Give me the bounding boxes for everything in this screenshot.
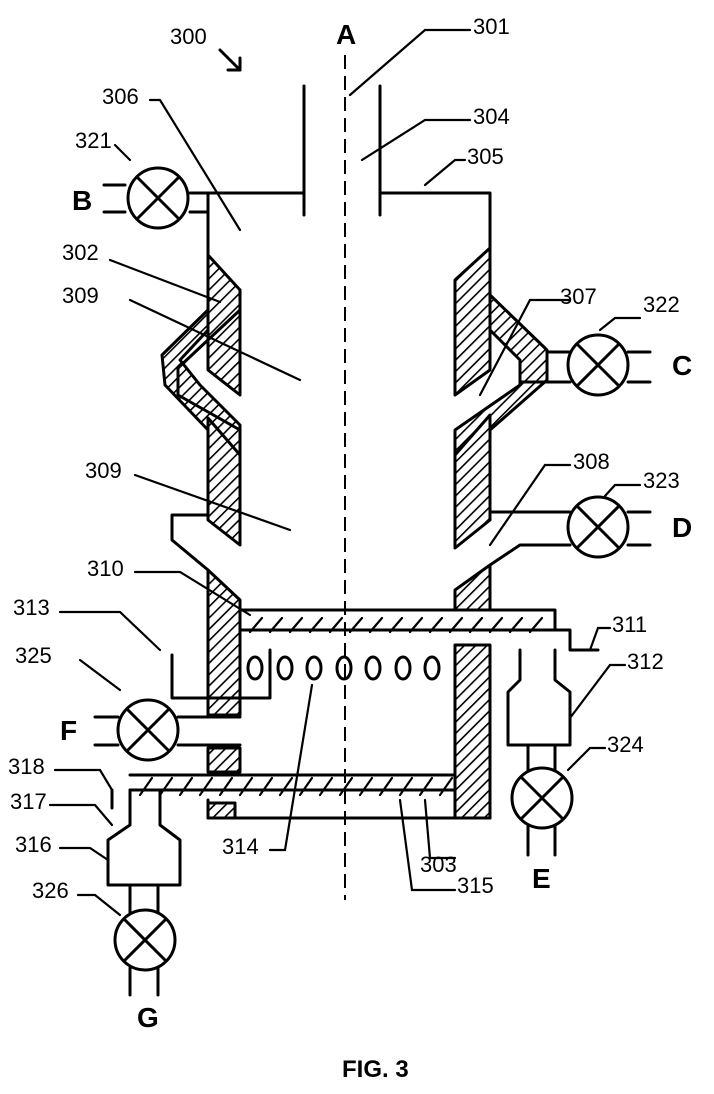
port-label-d: D [672,512,692,543]
separator-312-body [506,648,572,747]
right-wall-lower-hatched [453,563,492,612]
valve-324-icon [510,766,574,830]
right-wall-upper-hatched [453,246,492,397]
figure-caption: FIG. 3 [342,1056,409,1083]
ref-316: 316 [15,832,52,857]
axis-label: A [336,19,356,50]
left-jog-outline [176,288,242,432]
ref-326: 326 [32,878,69,903]
ref-302: 302 [62,240,99,265]
port-label-e: E [532,863,551,894]
port-313-duct [170,648,272,700]
right-wall-jog-hatched [453,293,549,462]
ref-310: 310 [87,556,124,581]
left-wall-lower-hatched [206,568,242,717]
right-wall-middle-hatched [453,413,492,550]
ref-313: 313 [13,595,50,620]
valve-322-icon [566,333,630,397]
left-wall-stub-hatched [206,746,242,774]
ref-322: 322 [643,292,680,317]
ref-309-lower: 309 [85,458,122,483]
ref-325: 325 [15,643,52,668]
ref-323: 323 [643,468,680,493]
valve-325-icon [116,698,180,762]
ref-300: 300 [170,24,207,49]
ref-307: 307 [560,284,597,309]
port-label-f: F [60,715,77,746]
ref-309-upper: 309 [62,283,99,308]
right-wall-bottom-hatched [453,643,492,820]
upper-housing-right [378,191,492,262]
valve-326-icon [113,908,177,972]
port-label-b: B [72,185,92,216]
ref-304: 304 [473,104,510,129]
port-label-c: C [672,350,692,381]
ref-303: 303 [420,852,457,877]
valve-323-icon [566,495,630,559]
left-wall-middle-hatched [206,416,242,547]
grate-315-slashes [138,776,454,797]
ref-301: 301 [473,14,510,39]
ref-300-arrow-head [226,56,242,72]
grate-310-topline [238,608,557,632]
valve-321-icon [126,166,190,230]
ref-314: 314 [222,834,259,859]
bottom-left-stub-hatched [206,801,237,820]
ref-324: 324 [607,732,644,757]
lower-chamber-top-line [238,628,600,652]
ref-305: 305 [467,144,504,169]
ref-317: 317 [10,789,47,814]
port-d-duct-lower [488,543,572,567]
leader-lines [48,28,642,917]
ref-308: 308 [573,449,610,474]
separator-316-body [106,788,182,887]
port-label-g: G [137,1002,159,1033]
ref-318: 318 [8,754,45,779]
ref-311: 311 [612,612,647,637]
heating-coil-rings [246,655,441,681]
grate-310-slashes [248,616,544,634]
ref-315: 315 [457,873,494,898]
left-pocket-outline [170,513,210,572]
ref-306: 306 [102,84,139,109]
ref-321: 321 [75,128,112,153]
ref-300-arrow-shaft [218,48,242,72]
ref-312: 312 [627,649,664,674]
lower-box-outline [206,798,492,820]
